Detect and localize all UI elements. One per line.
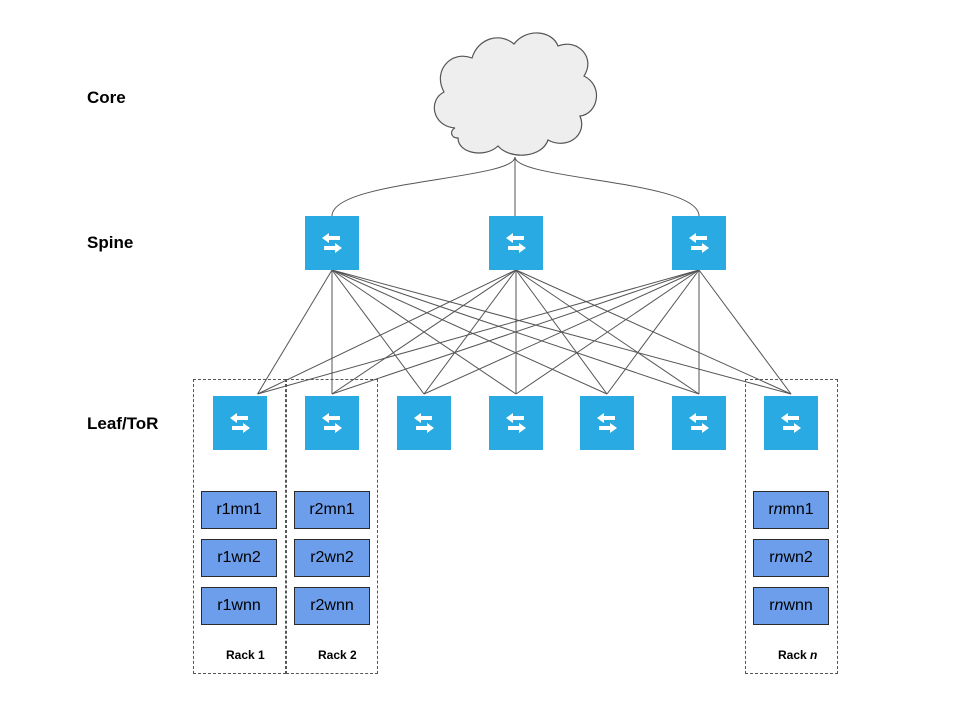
- leaf-switch-3: [397, 396, 451, 450]
- rack-1-node-1: r1mn1: [201, 491, 277, 529]
- leaf-tier-label: Leaf/ToR: [87, 414, 159, 433]
- core-spine-link-1: [331, 156, 516, 217]
- node-label: r1wn2: [217, 549, 261, 566]
- spine-2-leaf-1-link: [257, 269, 517, 395]
- rack-1-node-2: r1wn2: [201, 539, 277, 577]
- rack-2-container: [286, 379, 378, 674]
- spine-3-leaf-2-link: [331, 269, 700, 395]
- spine-1-leaf-3-link: [331, 269, 425, 395]
- leaf-switch-6: [672, 396, 726, 450]
- spine-switch-1: [305, 216, 359, 270]
- node-label: r2wn2: [310, 549, 354, 566]
- node-label: r1wnn: [217, 597, 261, 614]
- node-label-prefix: r: [769, 597, 775, 614]
- spine-3-leaf-4-link: [515, 269, 700, 395]
- node-label-suffix: wn2: [783, 549, 813, 566]
- rack-1-container: [193, 379, 286, 674]
- spine-3-leaf-7-link: [698, 269, 792, 395]
- node-label-suffix: wnn: [783, 597, 813, 614]
- node-label-suffix: mn1: [782, 501, 814, 518]
- rack-n-label-index: n: [810, 648, 818, 662]
- node-label-rack-index: n: [774, 549, 784, 566]
- spine-switch-3: [672, 216, 726, 270]
- node-label: r2mn1: [309, 501, 355, 518]
- leaf-switch-1: [213, 396, 267, 450]
- node-label: r1mn1: [216, 501, 262, 518]
- core-spine-link-3: [514, 156, 700, 217]
- node-label-prefix: r: [769, 549, 775, 566]
- cloud-icon: [433, 32, 598, 156]
- spine-3-leaf-1-link: [257, 269, 700, 395]
- spine-2-leaf-3-link: [423, 269, 517, 395]
- spine-3-leaf-3-link: [423, 269, 700, 395]
- node-label-rack-index: n: [774, 597, 784, 614]
- rack-n-container: [745, 379, 838, 674]
- leaf-switch-5: [580, 396, 634, 450]
- node-label: r2wnn: [310, 597, 354, 614]
- rack-2-label: Rack 2: [318, 648, 357, 662]
- spine-switch-2: [489, 216, 543, 270]
- spine-3-leaf-5-link: [606, 269, 700, 395]
- rack-2-node-3: r2wnn: [294, 587, 370, 625]
- leaf-switch-7: [764, 396, 818, 450]
- leaf-switch-4: [489, 396, 543, 450]
- core-tier-label: Core: [87, 88, 126, 107]
- spine-2-leaf-2-link: [331, 269, 517, 395]
- rack-n-label: Rack n: [778, 648, 817, 662]
- node-label-rack-index: n: [773, 501, 783, 518]
- rack-2-node-1: r2mn1: [294, 491, 370, 529]
- rack-1-label: Rack 1: [226, 648, 265, 662]
- spine-tier-label: Spine: [87, 233, 134, 252]
- leaf-switch-2: [305, 396, 359, 450]
- spine-1-leaf-1-link: [257, 269, 333, 395]
- rack-2-node-2: r2wn2: [294, 539, 370, 577]
- node-label-prefix: r: [768, 501, 774, 518]
- rack-1-node-3: r1wnn: [201, 587, 277, 625]
- rack-n-label-prefix: Rack: [778, 648, 807, 662]
